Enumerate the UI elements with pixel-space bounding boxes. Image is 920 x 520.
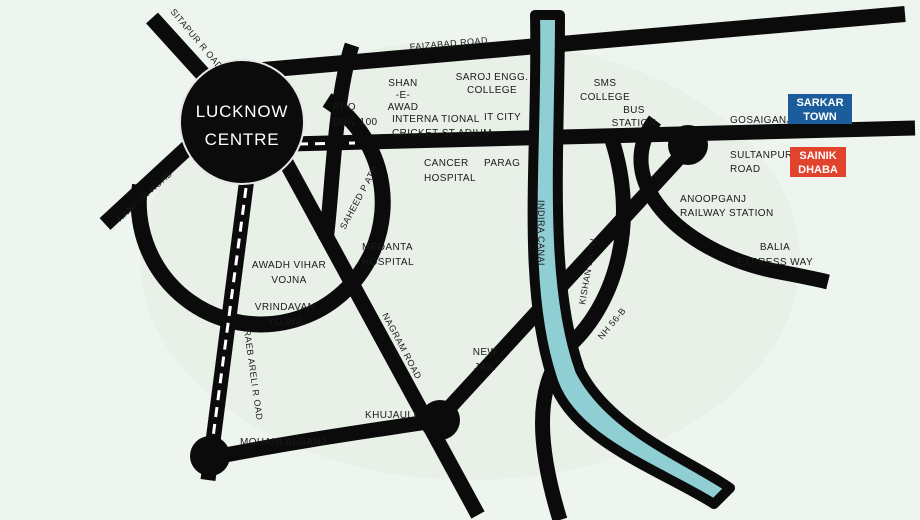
sainik-dhaba-badge: SAINIK DHABA <box>790 147 846 177</box>
khujauli-junction <box>420 400 460 440</box>
ring-road-arc <box>130 93 391 333</box>
balia-expressway <box>633 115 830 290</box>
label-parag: PARAG <box>484 158 520 169</box>
saheed-path-road <box>318 42 360 242</box>
indira-canal <box>527 10 735 509</box>
gosaiganj-junction <box>668 125 708 165</box>
raebareli-road-dash <box>208 187 248 461</box>
sarkar-town-line2: TOWN <box>803 111 836 123</box>
centre-title-line1: LUCKNOW <box>196 102 289 121</box>
sainik-dhaba-line1: SAINIK <box>799 150 836 162</box>
sainik-dhaba-badge-bg <box>790 147 846 177</box>
label-saroj-college: SAROJ ENGG.COLLEGE <box>456 72 529 96</box>
sainik-dhaba-line2: DHABA <box>798 164 838 176</box>
centre-title-line2: CENTRE <box>205 130 280 149</box>
sarkar-town-badge-bg <box>788 94 852 124</box>
sarkar-town-line1: SARKAR <box>796 97 843 109</box>
sitapur-road <box>146 12 216 88</box>
label-gosaiganj: GOSAIGANJ <box>730 115 792 126</box>
sultanpur-road-dash <box>297 141 356 146</box>
label-mohanlalganj: MOHANLALGANJ <box>240 437 327 448</box>
sarkar-town-badge: SARKAR TOWN <box>788 94 852 124</box>
indira-canal-label: INDIRA CANAL <box>536 200 546 269</box>
lucknow-centre-node <box>179 59 305 185</box>
kanpur-road <box>99 134 202 230</box>
mohanlalganj-junction <box>190 436 230 476</box>
mohanlalganj-road <box>208 412 442 466</box>
label-khujauli: KHUJAULI <box>365 410 417 421</box>
nagram-road <box>275 151 485 519</box>
label-shan-e-awad: SHAN-E-AWAD <box>388 78 419 113</box>
label-it-city: IT CITY <box>484 112 521 123</box>
sultanpur-main-road <box>289 120 916 152</box>
